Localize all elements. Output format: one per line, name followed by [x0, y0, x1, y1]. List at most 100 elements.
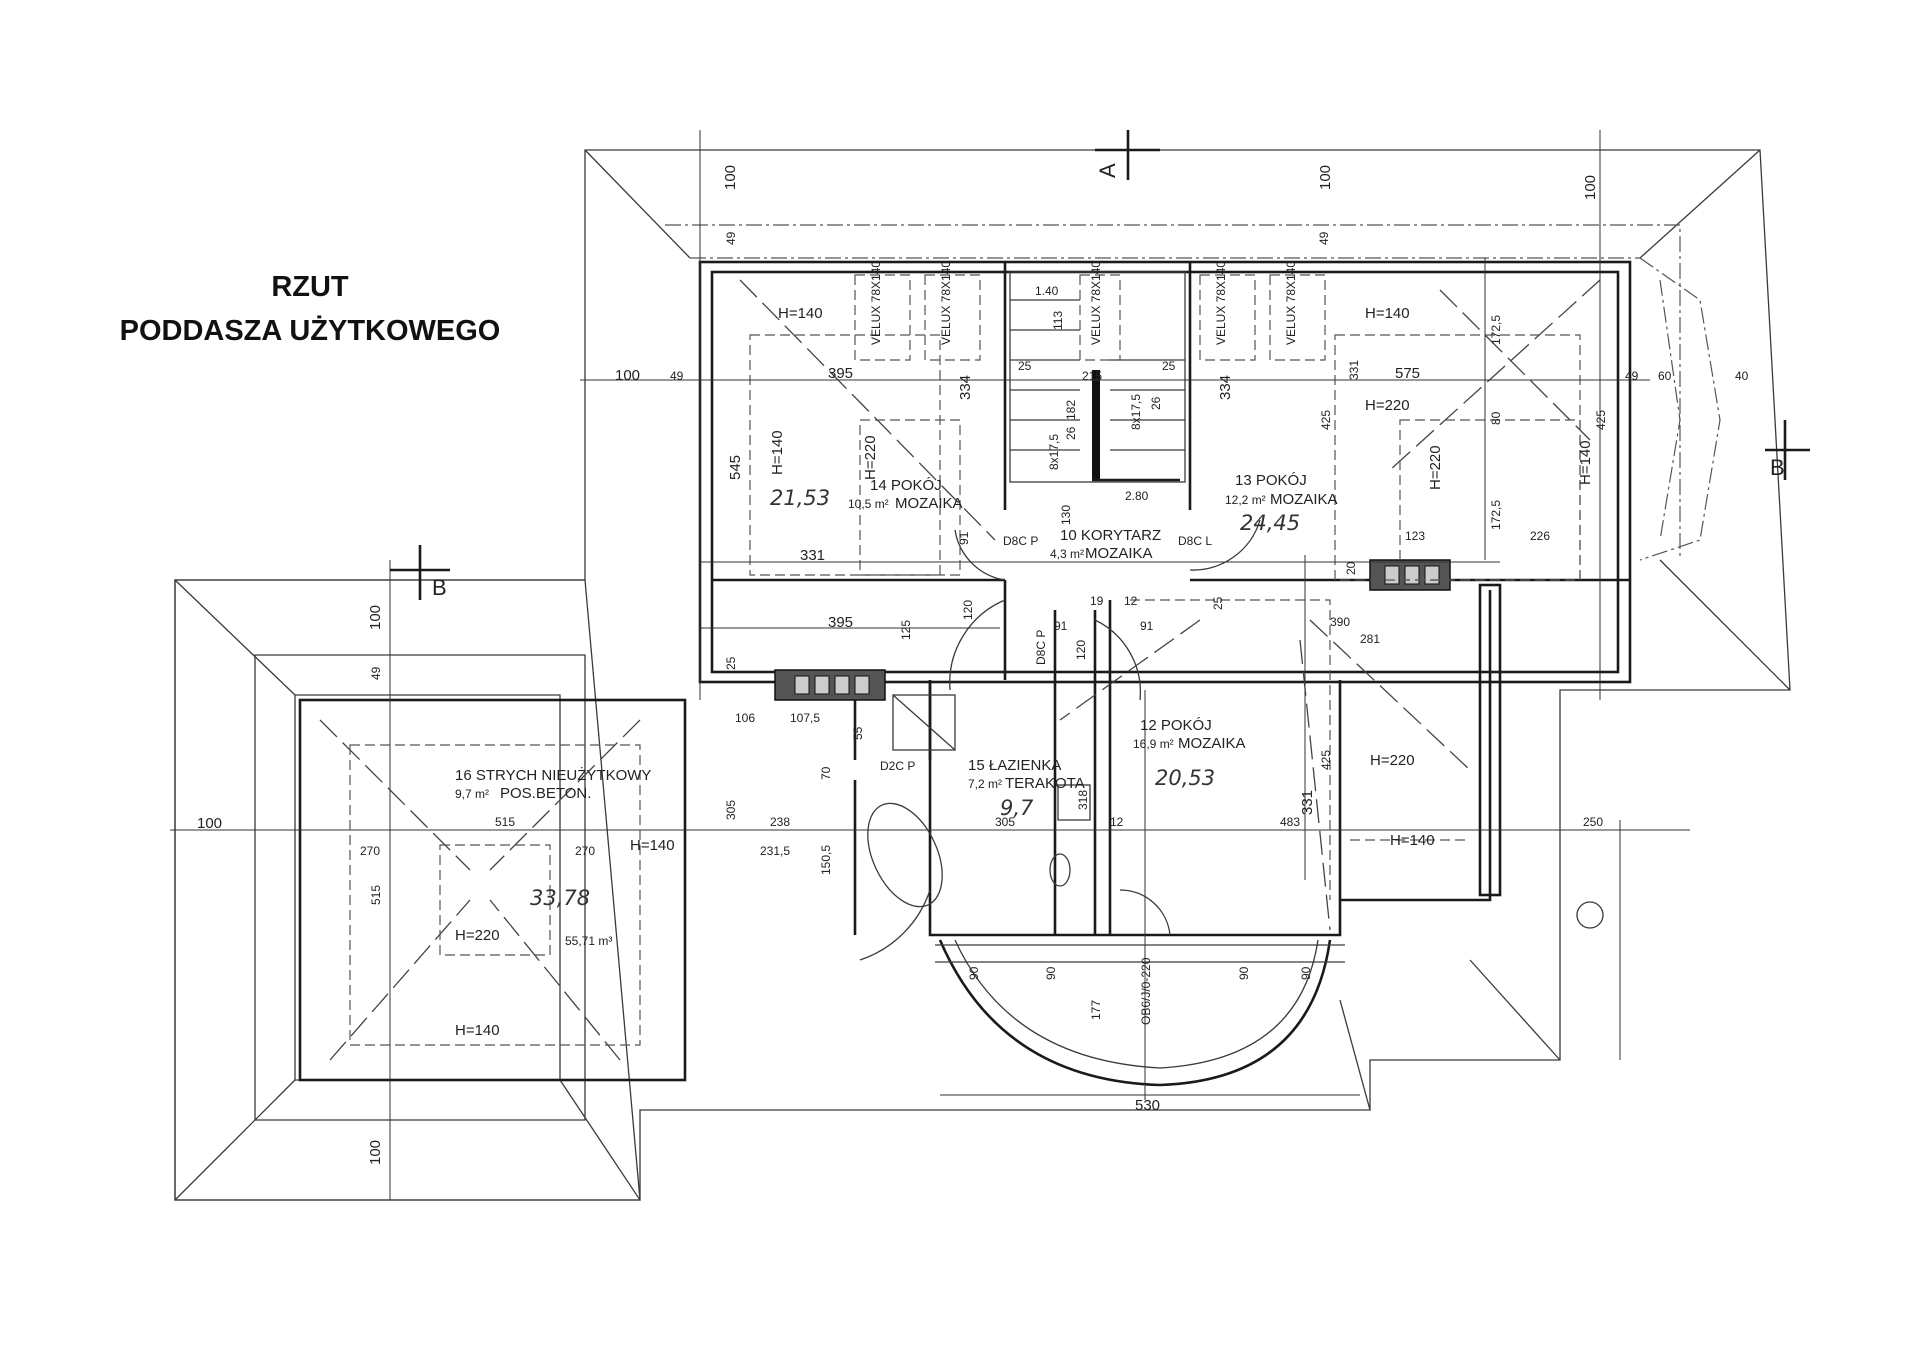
dim-label: 49: [1317, 231, 1331, 245]
room-13-finish: MOZAIKA: [1270, 491, 1338, 508]
room-15-label: 15 ŁAZIENKA: [968, 757, 1061, 774]
section-a-label: A: [1095, 163, 1120, 178]
height-label: H=140: [1390, 832, 1435, 849]
dim-label: 55: [851, 726, 865, 740]
room-15-handwritten-area: 9,7: [1000, 796, 1034, 820]
dim-label: 91: [957, 531, 971, 545]
room-16-finish: POS.BETON.: [500, 785, 591, 802]
room-13-area: 12,2 m²: [1225, 493, 1266, 507]
dim-label: 177: [1089, 1000, 1103, 1020]
dim-label: 425: [1319, 410, 1333, 430]
dim-label: 91: [1054, 619, 1068, 633]
dim-label: 120: [961, 600, 975, 620]
dim-label: 150,5: [819, 845, 833, 875]
section-labels: A B B: [432, 163, 1785, 600]
dim-label: 107,5: [790, 711, 820, 725]
door-label: D8C P: [1034, 630, 1048, 665]
dim-label: 90: [1044, 966, 1058, 980]
door-labels: D8C P D8C L D8C P D2C P OB6/J/0-220: [880, 534, 1212, 1025]
dim-label: 226: [1530, 529, 1550, 543]
room-15-finish: TERAKOTA: [1005, 775, 1085, 792]
stair-label: 8x17,5: [1129, 394, 1143, 430]
velux-windows: [854, 274, 1326, 361]
dim-label: 515: [369, 885, 383, 905]
room-16-handwritten-volume: 55,71 m³: [565, 934, 612, 948]
stair-labels: 1.40 2.80 8x17,5 8x17,5 26 26: [1035, 284, 1163, 503]
section-markers: [390, 130, 1810, 929]
door-label: D8C L: [1178, 534, 1212, 548]
dim-label: 49: [369, 666, 383, 680]
dim-label: 172,5: [1489, 315, 1503, 345]
dim-label: 100: [722, 165, 739, 190]
dim-label: 425: [1594, 410, 1608, 430]
dim-label: 231,5: [760, 844, 790, 858]
dim-label: 130: [1059, 505, 1073, 525]
room-15: 15 ŁAZIENKA 7,2 m² TERAKOTA 9,7: [968, 757, 1085, 820]
dim-label: 182: [1064, 400, 1078, 420]
bay-window-bottom: [935, 939, 1345, 1087]
dim-label: 49: [1625, 369, 1639, 383]
door-label: D8C P: [1003, 534, 1038, 548]
dim-label: 80: [1489, 411, 1503, 425]
section-b-right-label: B: [1770, 455, 1785, 480]
dim-label: 120: [1074, 640, 1088, 660]
dim-label: 331: [1299, 790, 1316, 815]
dim-label: 91: [1140, 619, 1154, 633]
stair-label: 1.40: [1035, 284, 1059, 298]
dim-label: 90: [1237, 966, 1251, 980]
room-16: 16 STRYCH NIEUŻYTKOWY 9,7 m² POS.BETON. …: [455, 766, 651, 948]
dim-label: 425: [1319, 750, 1333, 770]
dim-label: 331: [800, 547, 825, 564]
room-14: 14 POKÓJ 10,5 m² MOZAIKA 21,53: [770, 477, 963, 512]
toilet: [1049, 853, 1071, 887]
room-14-area: 10,5 m²: [848, 497, 889, 511]
dim-label: 20: [1344, 561, 1358, 575]
dim-label: 113: [1051, 311, 1065, 330]
room-14-handwritten-area: 21,53: [770, 486, 830, 510]
velux-labels: VELUX 78X140 VELUX 78X140 VELUX 78X140 V…: [869, 261, 1298, 345]
height-label: H=220: [1427, 445, 1444, 490]
dim-label: 123: [1405, 529, 1425, 543]
dim-label: 270: [360, 844, 380, 858]
dim-label: 545: [727, 455, 744, 480]
page-title: RZUT PODDASZA UŻYTKOWEGO: [0, 265, 620, 353]
room-14-finish: MOZAIKA: [895, 495, 963, 512]
roof-outline: [174, 149, 1791, 1201]
velux-label: VELUX 78X140: [1214, 261, 1228, 345]
staircase: [1009, 271, 1186, 483]
title-line-2: PODDASZA UŻYTKOWEGO: [119, 315, 501, 347]
height-label: H=220: [455, 927, 500, 944]
height-label: H=220: [862, 435, 879, 480]
dim-label: 270: [575, 844, 595, 858]
height-labels: H=140 H=140 H=220 H=140 H=220 H=220 H=14…: [455, 305, 1594, 1039]
room-10: 10 KORYTARZ 4,3 m² MOZAIKA: [1050, 527, 1161, 562]
room-15-area: 7,2 m²: [968, 777, 1002, 791]
bathtub: [867, 802, 943, 908]
dim-label: 483: [1280, 815, 1300, 829]
dim-label: 25: [1018, 359, 1032, 373]
dim-label: 12: [1110, 815, 1124, 829]
dim-label: 12: [1124, 594, 1138, 608]
velux-label: VELUX 78X140: [869, 261, 883, 345]
title-line-1: RZUT: [271, 271, 349, 303]
stair-label: 2.80: [1125, 489, 1149, 503]
room-12-label: 12 POKÓJ: [1140, 717, 1212, 734]
height-label: H=140: [778, 305, 823, 322]
dim-label: 60: [1658, 369, 1672, 383]
dim-label: 250: [1583, 815, 1603, 829]
room-10-label: 10 KORYTARZ: [1060, 527, 1161, 544]
dim-label: 515: [495, 815, 515, 829]
dim-label: 100: [367, 605, 384, 630]
dim-label: 106: [735, 711, 755, 725]
height-label: H=220: [1370, 752, 1415, 769]
dimension-lines: [170, 130, 1690, 1200]
room-13-handwritten-area: 24,45: [1240, 511, 1300, 535]
dim-label: 49: [670, 369, 684, 383]
height-label: H=140: [1577, 440, 1594, 485]
dim-label: 100: [1317, 165, 1334, 190]
dim-label: 530: [1135, 1097, 1160, 1114]
dim-label: 19: [1090, 594, 1104, 608]
dim-label: 100: [615, 367, 640, 384]
stair-label: 8x17,5: [1047, 434, 1061, 470]
section-b-left-label: B: [432, 575, 447, 600]
